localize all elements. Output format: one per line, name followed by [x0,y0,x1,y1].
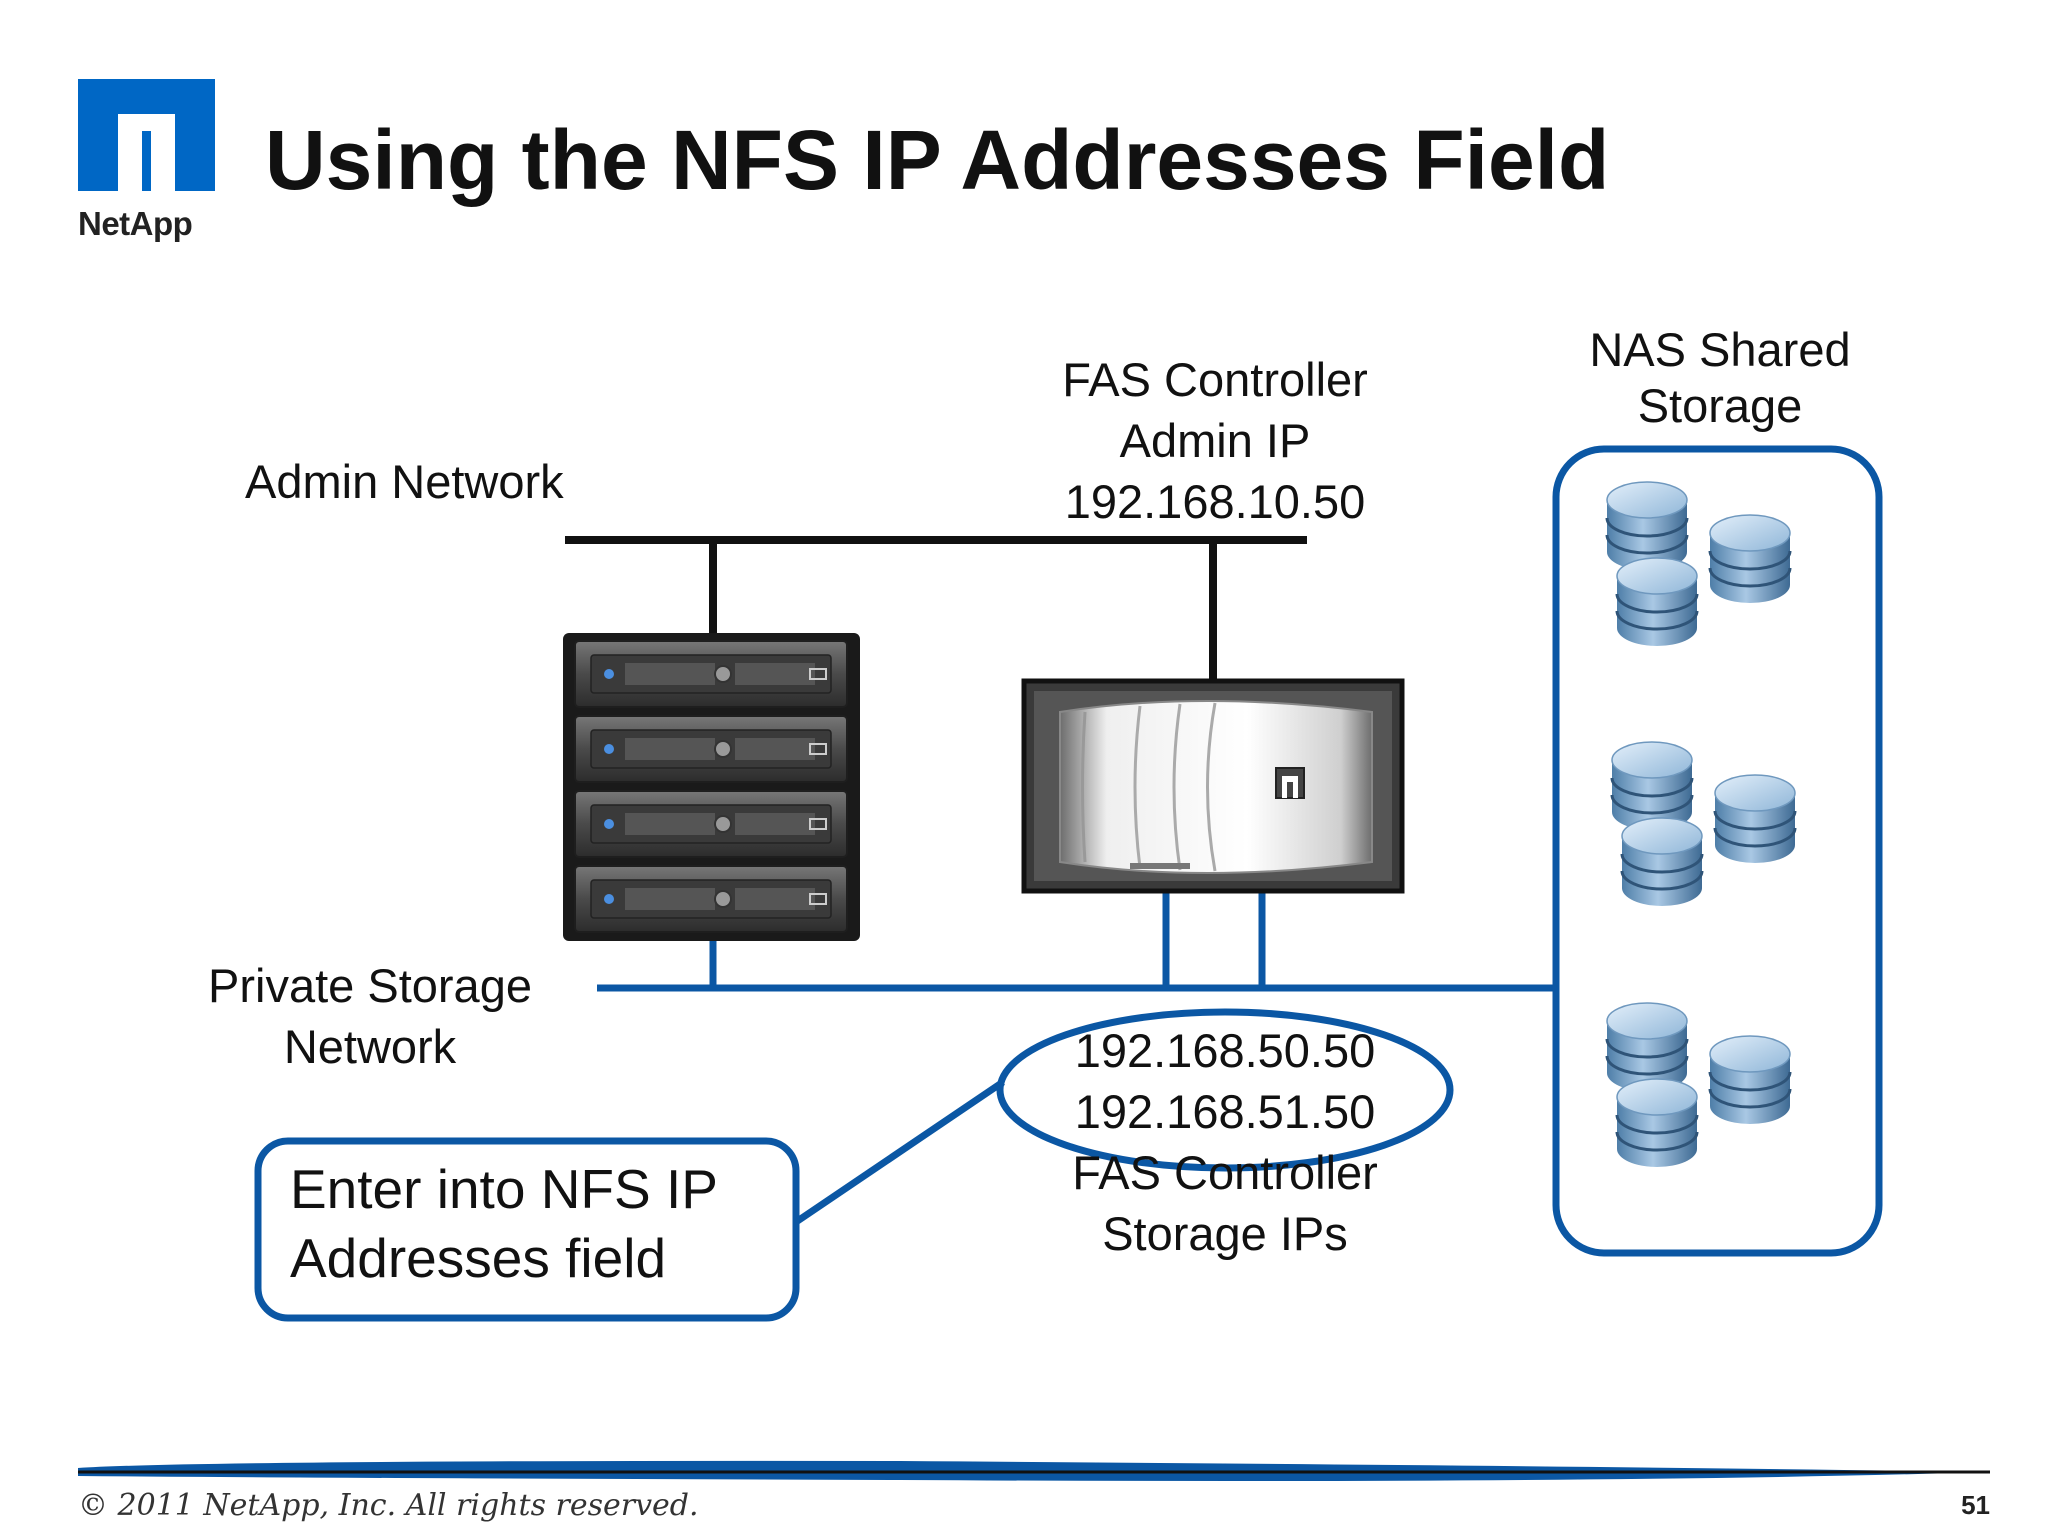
nas-shared-line-1: NAS Shared [1589,323,1851,376]
netapp-logo-icon [78,79,215,191]
private-storage-label: Private Storage Network [180,955,560,1077]
storage-ips-label: 192.168.50.50 192.168.51.50 FAS Controll… [1020,1020,1430,1264]
fas-storage-line-1: FAS Controller [1072,1146,1378,1199]
fas-admin-label: FAS Controller Admin IP 192.168.10.50 [1010,349,1420,532]
storage-ip-highlight [996,1008,1454,1172]
callout-line-2: Addresses field [290,1227,667,1289]
fas-admin-line-2: Admin IP [1119,414,1311,467]
callout-box [254,1137,800,1322]
disk-stack-icon [1605,1001,1792,1169]
disk-stack-icon [1610,740,1797,908]
storage-ip-1: 192.168.50.50 [1074,1024,1376,1077]
disk-stack-icon [1605,480,1792,648]
netapp-logo [78,79,215,191]
fas-admin-line-1: FAS Controller [1062,353,1368,406]
nas-shared-line-2: Storage [1637,379,1803,432]
private-storage-line-1: Private Storage [208,959,532,1012]
nas-storage-box [1552,445,1883,1257]
admin-network-label: Admin Network [245,455,564,508]
private-storage-line-2: Network [283,1020,457,1073]
callout-line-1: Enter into NFS IP [290,1158,718,1220]
logo-text: NetApp [78,205,193,242]
callout-label: Enter into NFS IP Addresses field [290,1155,718,1293]
copyright-text: © 2011 NetApp, Inc. All rights reserved. [78,1488,699,1523]
fas-admin-ip: 192.168.10.50 [1064,475,1366,528]
callout-connector [794,1079,1005,1225]
fas-storage-line-2: Storage IPs [1102,1207,1348,1260]
nas-shared-label: NAS Shared Storage [1520,322,1920,434]
slide-title: Using the NFS IP Addresses Field [265,113,1610,207]
storage-ip-2: 192.168.51.50 [1074,1085,1376,1138]
server-rack-icon [563,633,860,941]
page-number: 51 [1961,1490,1990,1520]
fas-controller-icon [1021,678,1405,894]
